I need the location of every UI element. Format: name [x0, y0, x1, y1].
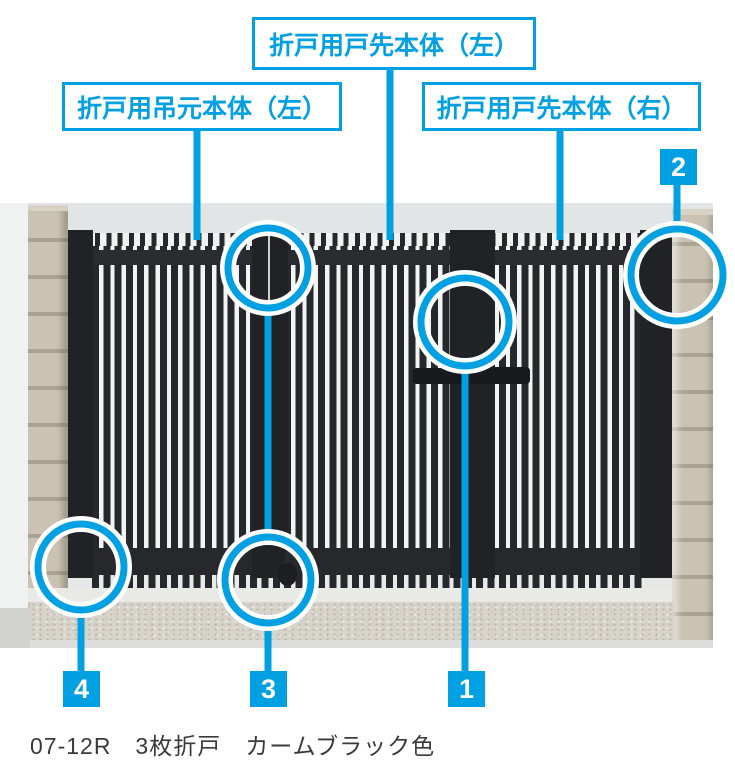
stone-pillar-right: [672, 209, 713, 648]
gate-fold-gap: [268, 230, 270, 310]
ground-curb: [28, 588, 672, 602]
gravel-strip: [30, 602, 674, 640]
ground-front: [0, 640, 713, 648]
callout-door-end-left-text: 折戸用戸先本体（左）: [268, 31, 519, 60]
callout-door-end-right-text: 折戸用戸先本体（右）: [436, 94, 687, 123]
gate-post-right: [640, 230, 672, 578]
gate-photo: [0, 203, 713, 648]
gate-top-rail: [92, 250, 645, 265]
stone-pillar-left: [28, 205, 68, 648]
pillar-cap: [28, 205, 68, 211]
gate-bar-tips: [92, 233, 645, 246]
marker-1: 1: [448, 671, 485, 707]
marker-2-number: 2: [670, 151, 687, 182]
product-caption: 07-12R 3枚折戸 カームブラック色: [30, 733, 436, 759]
gate-fold-hinge-post: [252, 230, 288, 578]
gate-bars: [92, 246, 645, 576]
marker-3: 3: [250, 671, 287, 707]
marker-4: 4: [63, 671, 100, 707]
gate-post-left: [68, 230, 93, 578]
pillar-cap: [672, 209, 713, 215]
caster-wheel: [278, 563, 297, 586]
gate-handle-left: [413, 368, 463, 384]
callout-hinge-side-left-text: 折戸用吊元本体（左）: [76, 94, 327, 123]
callout-hinge-side-left: 折戸用吊元本体（左）: [62, 82, 342, 131]
callout-door-end-right: 折戸用戸先本体（右）: [422, 82, 701, 131]
side-wall: [0, 203, 28, 608]
gate-handle-right: [470, 367, 530, 384]
marker-3-number: 3: [260, 673, 277, 704]
marker-1-number: 1: [458, 673, 475, 704]
callout-door-end-left: 折戸用戸先本体（左）: [252, 17, 536, 70]
walkway: [0, 608, 30, 648]
gate-bar-stubs: [92, 575, 645, 589]
marker-4-number: 4: [73, 673, 90, 704]
marker-2: 2: [660, 149, 697, 185]
gate-meeting-post: [450, 230, 495, 578]
gate-bottom-rail: [68, 548, 672, 575]
